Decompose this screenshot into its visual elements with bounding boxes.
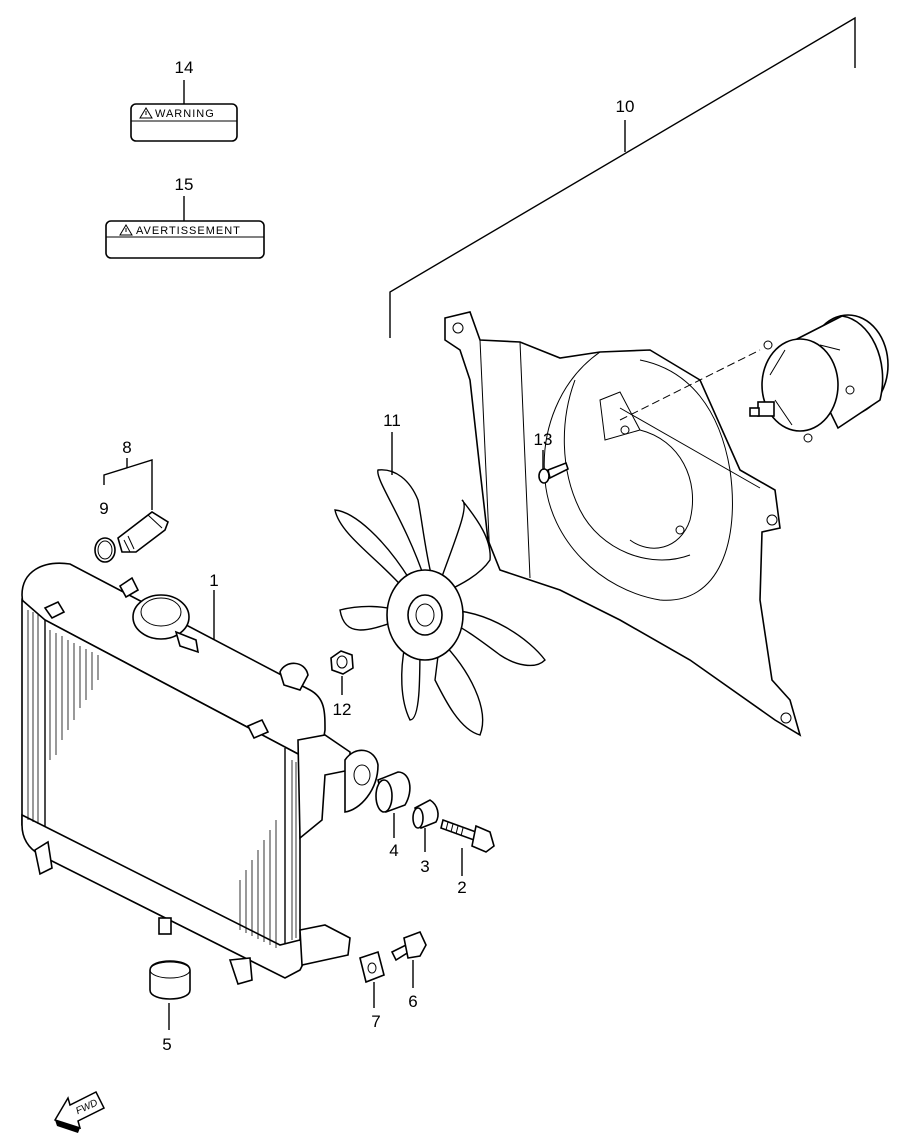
callout-8: 8: [122, 438, 131, 457]
callout-4: 4: [389, 841, 398, 860]
callout-11: 11: [383, 411, 401, 430]
callout-5: 5: [162, 1035, 171, 1054]
warning-label-part: WARNING: [130, 80, 238, 142]
nut-12: [330, 650, 354, 675]
avertissement-label-part: AVERTISSEMENT: [105, 196, 265, 259]
callout-10: 10: [616, 97, 635, 116]
warning-triangle-icon: [119, 224, 133, 236]
fan-shroud: [444, 311, 802, 737]
callout-6: 6: [408, 992, 417, 1011]
radiator: [21, 562, 379, 985]
screw-13: [538, 461, 569, 484]
bolt-6: [390, 930, 427, 962]
callout-1: 1: [209, 571, 218, 590]
avertissement-label-text: AVERTISSEMENT: [136, 225, 241, 237]
fwd-arrow-icon: FWD: [53, 1090, 106, 1133]
nut-7: [359, 950, 385, 984]
callout-13: 13: [534, 430, 553, 449]
callout-3: 3: [420, 857, 429, 876]
grommet-5: [149, 960, 191, 1000]
bolt-2: [440, 818, 495, 853]
callout-15: 15: [175, 175, 194, 194]
warning-triangle-icon: [139, 107, 153, 119]
callout-7: 7: [371, 1012, 380, 1031]
cushion-4: [375, 771, 411, 814]
callout-14: 14: [175, 58, 194, 77]
fan-motor: [749, 314, 889, 443]
fan-assembly-bracket: [389, 16, 856, 338]
fan-blade: [334, 469, 546, 736]
callout-12: 12: [333, 700, 352, 719]
thermo-switch: [94, 458, 169, 563]
callout-leaders: [168, 432, 544, 1030]
radiator-fins: [27, 610, 297, 948]
warning-label-text: WARNING: [155, 108, 215, 120]
callout-9: 9: [99, 499, 108, 518]
collar-3: [412, 799, 439, 830]
callout-2: 2: [457, 878, 466, 897]
